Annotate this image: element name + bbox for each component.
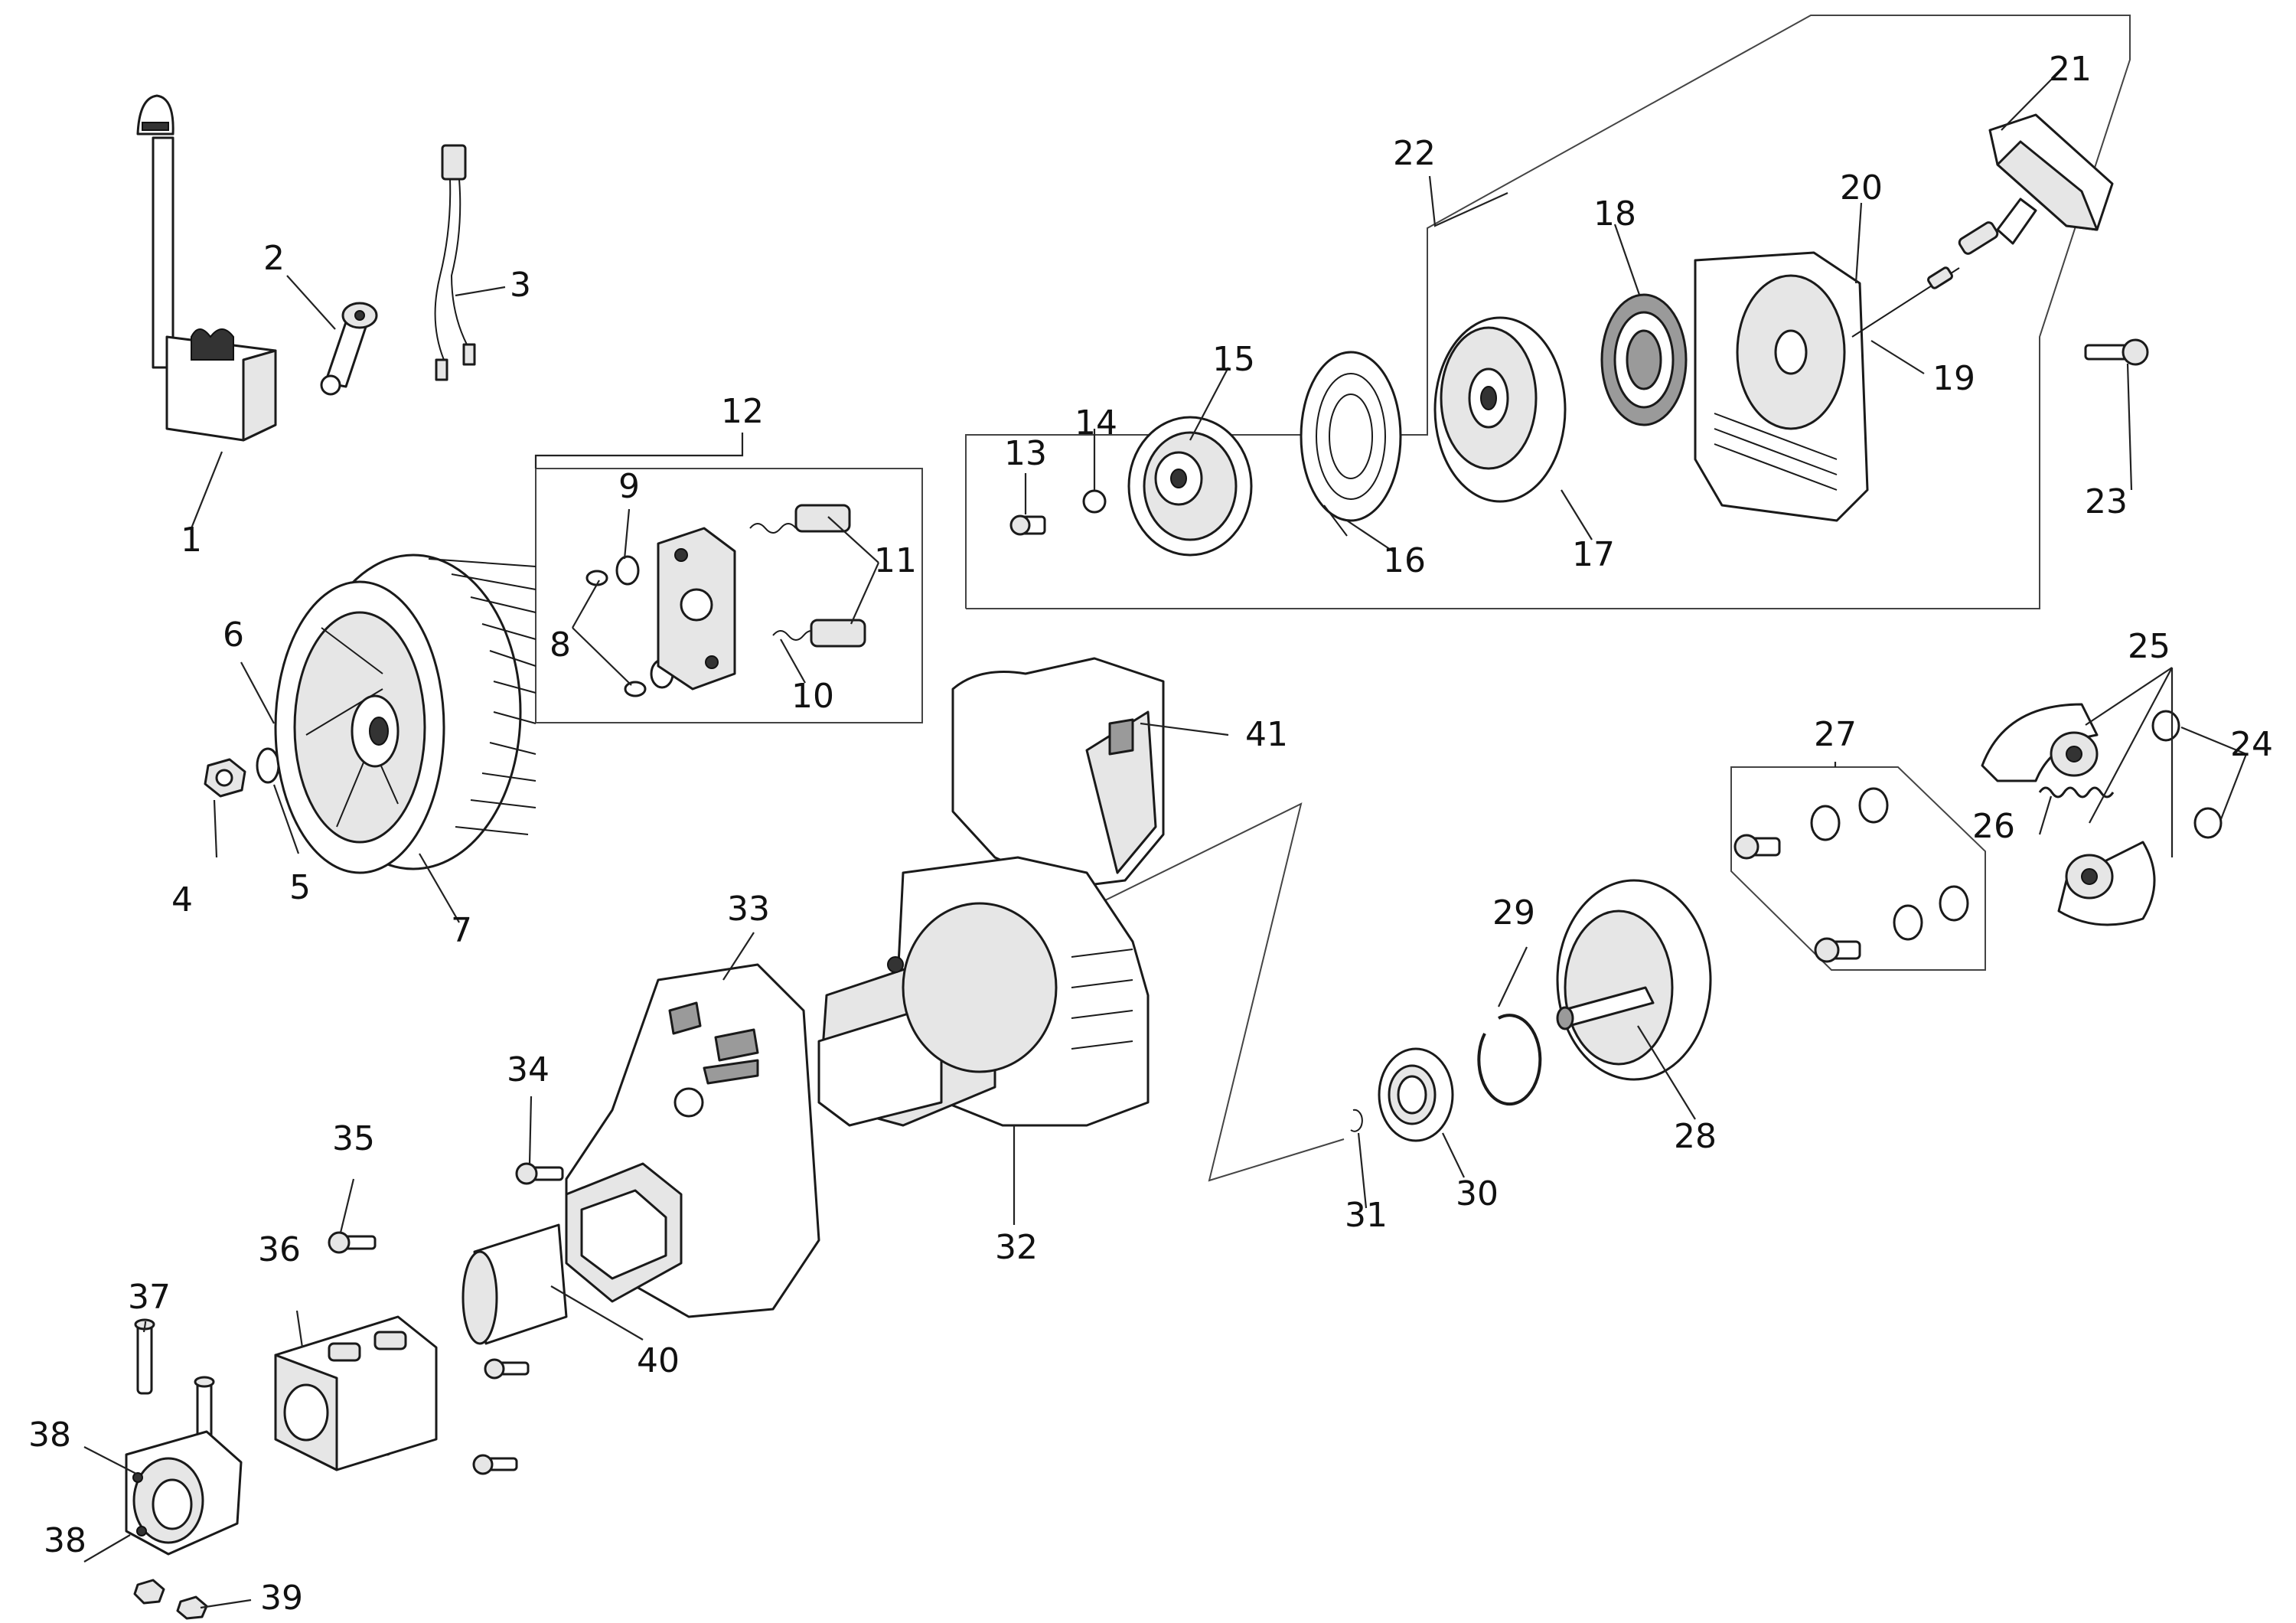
bearing — [1378, 1047, 1454, 1142]
washer-24a — [2151, 710, 2180, 742]
tube-sleeve — [461, 1223, 568, 1345]
callout-37: 37 — [128, 1278, 171, 1317]
starter-handle — [1988, 113, 2114, 245]
callout-35: 35 — [332, 1119, 375, 1158]
callout-8: 8 — [550, 625, 571, 665]
callout-32: 32 — [995, 1228, 1038, 1267]
screw-23 — [2084, 338, 2149, 366]
callout-41: 41 — [1245, 715, 1288, 754]
callout-30: 30 — [1456, 1174, 1499, 1213]
starter-housing — [1694, 251, 1869, 522]
callout-5: 5 — [289, 868, 311, 907]
flywheel — [274, 554, 536, 874]
callout-10: 10 — [791, 677, 834, 716]
callout-27: 27 — [1814, 715, 1857, 754]
nut-39b — [176, 1595, 208, 1620]
callout-3: 3 — [510, 266, 531, 305]
nut-39a — [133, 1579, 165, 1605]
recoil-spring — [1600, 293, 1688, 426]
callout-29: 29 — [1492, 893, 1535, 932]
screw-34 — [515, 1162, 564, 1185]
starter-rope — [1851, 221, 1999, 338]
clutch-spring — [2038, 786, 2115, 798]
callout-20: 20 — [1840, 168, 1883, 207]
leader-lines — [83, 73, 2248, 1609]
callout-40: 40 — [637, 1341, 680, 1380]
callout-39: 39 — [260, 1579, 303, 1618]
callout-2: 2 — [263, 239, 285, 278]
circlip-31 — [1350, 1109, 1363, 1132]
group-22-outline — [965, 15, 2131, 609]
callout-11: 11 — [874, 541, 917, 580]
callout-15: 15 — [1212, 340, 1255, 379]
callout-labels: 1 2 3 4 5 6 7 8 9 10 11 12 13 14 15 16 1… — [28, 50, 2273, 1618]
callout-26: 26 — [1972, 807, 2015, 846]
callout-13: 13 — [1004, 434, 1047, 473]
screw-loose-1 — [484, 1358, 530, 1380]
clutch-bolts-set — [1733, 787, 1969, 963]
clutch-bracket-outline — [1059, 802, 1345, 1182]
callout-36: 36 — [258, 1230, 301, 1269]
callout-12: 12 — [721, 392, 764, 431]
clutch-drum — [1556, 879, 1712, 1081]
callout-6: 6 — [223, 616, 244, 655]
callout-16: 16 — [1383, 541, 1426, 580]
ignition-coil — [136, 94, 277, 442]
callout-31: 31 — [1345, 1196, 1388, 1235]
clutch-shoe-lower — [2057, 841, 2156, 926]
callout-18: 18 — [1593, 194, 1636, 233]
washer-5 — [256, 747, 280, 784]
engine-housing — [817, 856, 1150, 1127]
pawl-plate-assembly — [585, 504, 866, 697]
callout-9: 9 — [618, 467, 640, 506]
recoil-spring-cassette — [1300, 351, 1402, 537]
retaining-ring — [1477, 1014, 1542, 1106]
callout-34: 34 — [507, 1050, 550, 1089]
callout-1: 1 — [181, 521, 202, 560]
ignition-wire — [434, 144, 476, 381]
callout-19: 19 — [1932, 359, 1975, 398]
tube-clamp-housing — [274, 1315, 438, 1471]
callout-22: 22 — [1393, 134, 1436, 173]
starter-pulley — [1127, 416, 1253, 557]
starter-bolt — [1009, 514, 1046, 536]
group-12-outline — [535, 468, 923, 723]
callout-14: 14 — [1075, 403, 1117, 442]
callout-7: 7 — [451, 911, 472, 950]
callout-38a: 38 — [28, 1416, 71, 1455]
callout-28: 28 — [1674, 1117, 1717, 1156]
callout-25: 25 — [2128, 627, 2170, 666]
coil-bracket — [320, 302, 378, 396]
callout-4: 4 — [171, 880, 193, 919]
callout-23: 23 — [2085, 482, 2128, 521]
clamp-block — [125, 1430, 243, 1556]
fan-cover — [565, 963, 820, 1318]
upper-shroud — [951, 657, 1165, 890]
callout-33: 33 — [727, 890, 770, 929]
screw-35 — [328, 1231, 377, 1254]
callout-24: 24 — [2230, 725, 2273, 764]
washer-24b — [2193, 807, 2223, 839]
rope-reel — [1433, 316, 1567, 503]
callout-21: 21 — [2049, 50, 2092, 89]
flywheel-nut — [204, 758, 246, 798]
starter-washer — [1082, 489, 1107, 514]
clutch-shoe-upper — [1981, 703, 2099, 782]
screw-loose-2 — [472, 1454, 518, 1475]
callout-38b: 38 — [44, 1521, 86, 1560]
callout-17: 17 — [1572, 535, 1615, 574]
clamp-bolts — [134, 1318, 215, 1445]
group-27-outline — [1730, 766, 1986, 971]
